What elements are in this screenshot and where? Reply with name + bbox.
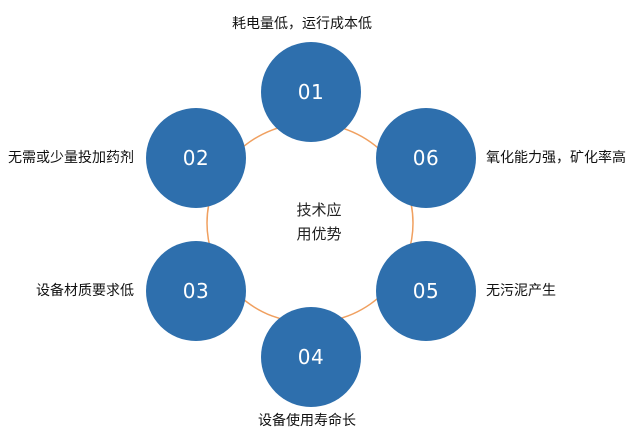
caption-06: 氧化能力强，矿化率高 xyxy=(486,150,626,166)
center-label: 技术应 用优势 xyxy=(279,198,359,246)
node-05: 05 xyxy=(376,241,476,341)
caption-04: 设备使用寿命长 xyxy=(258,413,356,429)
center-label-line-1: 技术应 xyxy=(296,201,342,219)
node-01: 01 xyxy=(261,42,361,142)
caption-01: 耗电量低，运行成本低 xyxy=(232,16,372,32)
caption-03: 设备材质要求低 xyxy=(36,283,134,299)
node-04: 04 xyxy=(261,307,361,407)
node-02: 02 xyxy=(146,108,246,208)
node-03: 03 xyxy=(146,241,246,341)
caption-05: 无污泥产生 xyxy=(486,283,556,299)
center-label-line-2: 用优势 xyxy=(296,225,342,243)
caption-02: 无需或少量投加药剂 xyxy=(8,150,134,166)
node-06: 06 xyxy=(376,108,476,208)
